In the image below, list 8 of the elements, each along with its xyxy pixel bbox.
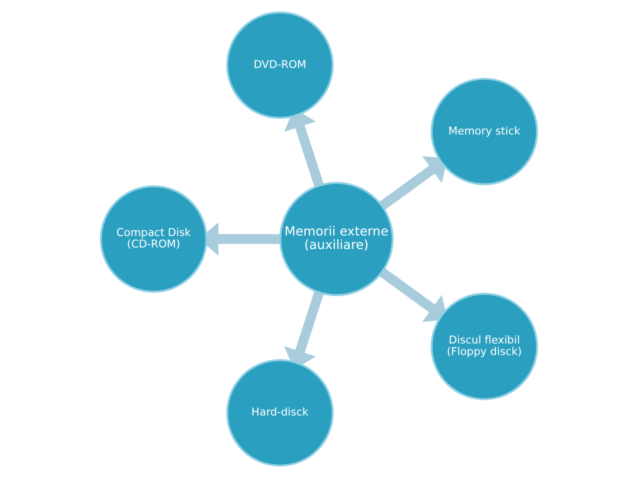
arrow [379,268,448,322]
node-circle: Discul flexibil (Floppy disck) [430,292,538,400]
arrow [379,156,448,210]
node-circle: Memorii externe (auxiliare) [279,182,394,296]
node-circle: Compact Disk (CD-ROM) [100,185,208,293]
node-circle: Hard-disck [226,359,334,467]
node-circle: Memory stick [430,78,538,186]
node-circle: DVD-ROM [226,11,334,119]
